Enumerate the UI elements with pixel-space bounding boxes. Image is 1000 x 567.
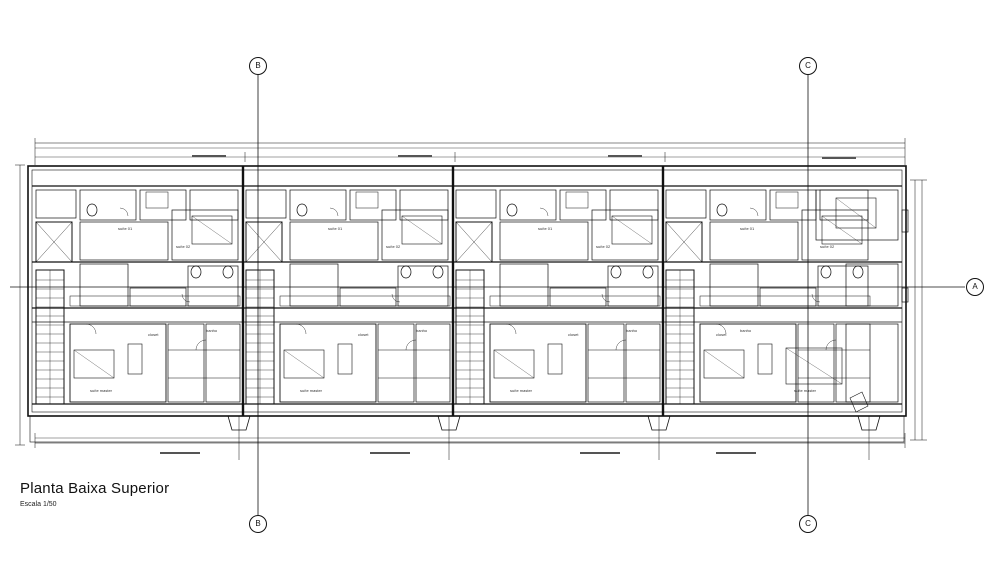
- room-label-closet-unit-2: closet: [358, 332, 369, 337]
- room-label-closet-unit-4: closet: [716, 332, 727, 337]
- axis-c-top-marker: C: [799, 57, 817, 75]
- room-label-suite-master-unit-4: suíte master: [794, 388, 817, 393]
- room-label-suite-master-unit-2: suíte master: [300, 388, 323, 393]
- room-label-suite-02-unit-1: suíte 02: [176, 244, 191, 249]
- drawing-title: Planta Baixa Superior: [20, 480, 170, 497]
- room-label-closet-unit-1: closet: [148, 332, 159, 337]
- drawing-scale: Escala 1/50: [20, 501, 57, 508]
- room-label-suite-01-unit-3: suíte 01: [538, 226, 553, 231]
- room-label-suite-master-unit-3: suíte master: [510, 388, 533, 393]
- room-label-suite-02-unit-2: suíte 02: [386, 244, 401, 249]
- room-label-closet-unit-3: closet: [568, 332, 579, 337]
- room-label-suite-01-unit-1: suíte 01: [118, 226, 133, 231]
- room-label-suite-02-unit-3: suíte 02: [596, 244, 611, 249]
- room-label-suite-02-unit-4: suíte 02: [820, 244, 835, 249]
- axis-b-top-marker: B: [249, 57, 267, 75]
- room-label-suite-master-unit-1: suíte master: [90, 388, 113, 393]
- room-label-banho-unit-2: banho: [416, 328, 428, 333]
- room-label-banho-unit-4: banho: [740, 328, 752, 333]
- room-label-banho-unit-1: banho: [206, 328, 218, 333]
- axis-c-bottom-marker: C: [799, 515, 817, 533]
- room-label-suite-01-unit-4: suíte 01: [740, 226, 755, 231]
- axis-b-bottom-marker: B: [249, 515, 267, 533]
- room-label-suite-01-unit-2: suíte 01: [328, 226, 343, 231]
- axis-a-right-marker: A: [966, 278, 984, 296]
- room-label-banho-unit-3: banho: [626, 328, 638, 333]
